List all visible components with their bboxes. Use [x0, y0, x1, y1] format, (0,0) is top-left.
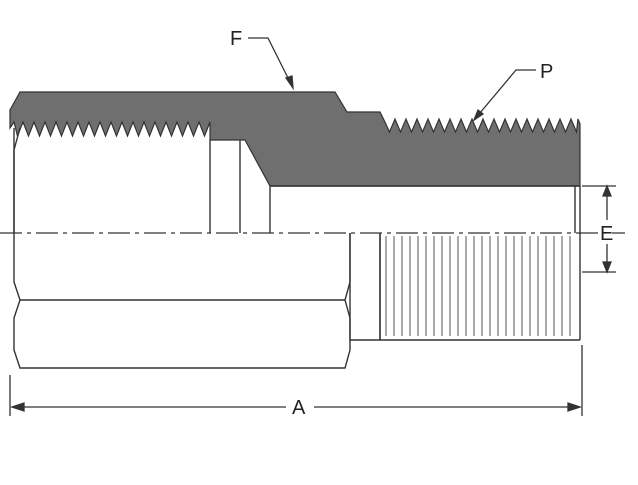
label-a: A [292, 397, 306, 419]
dimension-e [582, 184, 616, 274]
label-f: F [230, 28, 242, 50]
label-f-leader [248, 37, 294, 91]
male-thread-lines [385, 236, 571, 336]
sectioned-body [9, 91, 581, 187]
label-p: P [540, 61, 553, 83]
label-e: E [600, 223, 613, 245]
label-p-leader [472, 69, 536, 122]
body-outline [13, 127, 581, 369]
dimension-a [9, 345, 583, 416]
